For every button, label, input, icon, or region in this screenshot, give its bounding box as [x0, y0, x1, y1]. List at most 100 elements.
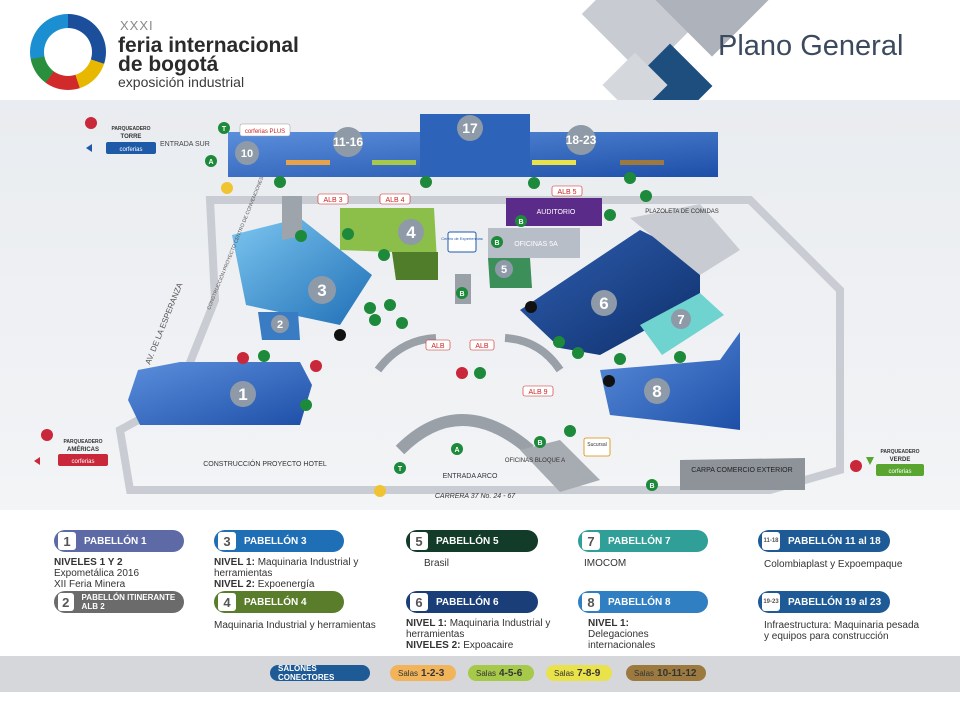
emi-icon: [310, 360, 322, 372]
legend-pabellon-8-line: Delegaciones internacionales: [588, 629, 656, 651]
gate-a-top[interactable]: [205, 155, 217, 167]
parking-americas-badge[interactable]: [58, 454, 108, 466]
sucursal-label: Sucursal: [587, 442, 606, 448]
oficinas-5a[interactable]: [488, 228, 580, 258]
parking-verde-line1: PARQUEADERO: [880, 449, 919, 455]
gate-a-arco[interactable]: [451, 443, 463, 455]
salones-marker-3: [532, 160, 576, 165]
restroom-icon: [258, 350, 270, 362]
gate-t-top[interactable]: [218, 122, 230, 134]
sucursal-sign[interactable]: [583, 437, 611, 457]
coffee-icon: [603, 375, 615, 387]
legend-pabellon-19-23-line: Infraestructura: Maquinaria pesada: [764, 620, 920, 631]
atm-icon: [396, 317, 408, 329]
legend-pabellon-4-line: Maquinaria Industrial y herramientas: [214, 620, 376, 631]
legend-pabellon-8: 8 PABELLÓN 8 NIVEL 1: Delegaciones inter…: [578, 591, 718, 651]
amenity-icons: [221, 172, 686, 497]
restroom-icon: [528, 177, 540, 189]
legend-pabellon-1-header: 1 PABELLÓN 1: [54, 530, 184, 552]
pavilion-8-marker: [644, 378, 670, 404]
pavilion-10-marker: [235, 141, 259, 165]
pavilion-2-marker: [271, 315, 289, 333]
legend-pabellon-3-level: NIVEL 2:: [214, 579, 255, 590]
gate-a-arco-label: A: [454, 447, 459, 454]
fair-name-line2: de bogotá: [118, 53, 219, 76]
legend-pabellon-1-title: PABELLÓN 1: [84, 535, 147, 547]
parking-americas-brand: corferias: [71, 459, 94, 465]
legend-pabellon-8-header: 8 PABELLÓN 8: [578, 591, 708, 613]
entrada-arco-structure: [395, 414, 534, 455]
parking-verde-arrow-icon: [866, 457, 874, 465]
pavilion-7-marker: [671, 309, 691, 329]
pavilion-8[interactable]: [600, 332, 740, 430]
emergency-icon: [456, 367, 468, 379]
bus-icon: [221, 182, 233, 194]
legend-pabellon-2-title: PABELLÓN ITINERANTE ALB 2: [81, 593, 176, 611]
salones-marker-1: [286, 160, 330, 165]
perimeter-road: [115, 196, 844, 494]
legend-pabellon-8-text: NIVEL 1: Delegaciones internacionales: [588, 618, 718, 651]
gate-t-bottom[interactable]: [394, 462, 406, 474]
fair-logo: [30, 14, 106, 90]
pavilion-3[interactable]: [232, 218, 372, 325]
pavilion-7-label: 7: [677, 312, 684, 327]
parking-verde-badge[interactable]: [876, 464, 924, 476]
gate-b-oficinas-label: B: [494, 240, 499, 247]
legend-pabellon-7-line: IMOCOM: [584, 558, 627, 569]
parking-americas-line1: PARQUEADERO: [63, 439, 102, 445]
legend-pabellon-4: 4 PABELLÓN 4 Maquinaria Industrial y her…: [214, 591, 384, 631]
fair-name: feria internacional de bogotá: [118, 35, 299, 76]
gate-b-oficinas[interactable]: [491, 236, 503, 248]
oficinas-bloque-a[interactable]: [520, 440, 600, 492]
legend-pabellon-7: 7 PABELLÓN 7 IMOCOM: [578, 530, 708, 569]
salones-prefix: Salas: [398, 668, 419, 678]
carpa-comercio-exterior[interactable]: [680, 458, 805, 490]
legend-pabellon-11-18: 11-18 PABELLÓN 11 al 18 Colombiaplast y …: [758, 530, 918, 570]
plazoleta-label: PLAZOLETA DE COMIDAS: [645, 209, 719, 215]
header: XXXI feria internacional de bogotá expos…: [0, 0, 960, 129]
centro-experiencias[interactable]: [447, 231, 477, 253]
legend-pabellon-3: 3 PABELLÓN 3 NIVEL 1: Maquinaria Industr…: [214, 530, 364, 590]
legend-pabellon-19-23: 19-23 PABELLÓN 19 al 23 Infraestructura:…: [758, 591, 938, 642]
alb-3-label: ALB 3: [323, 197, 342, 204]
food-icon: [572, 347, 584, 359]
gate-b-bloque-a[interactable]: [534, 436, 546, 448]
legend-pabellon-3-number: 3: [218, 532, 236, 550]
pavilion-6-marker: [591, 290, 617, 316]
pavilion-1[interactable]: [128, 362, 312, 425]
gate-b-auditorio[interactable]: [515, 215, 527, 227]
gate-b-center[interactable]: [456, 287, 468, 299]
auditorio-label: AUDITORIO: [537, 209, 576, 216]
legend-pabellon-6-header: 6 PABELLÓN 6: [406, 591, 538, 613]
pavilion-10-label: 10: [241, 148, 253, 160]
alb-4-label: ALB 4: [385, 197, 404, 204]
gate-b-carpa[interactable]: [646, 479, 658, 491]
parking-torre-badge[interactable]: [106, 142, 156, 154]
legend-pabellon-11-18-title: PABELLÓN 11 al 18: [788, 535, 881, 547]
legend-pabellon-7-number: 7: [582, 532, 600, 550]
street-label: AV. DE LA ESPERANZA: [144, 281, 185, 366]
legend-pabellon-3-level: NIVEL 1:: [214, 557, 255, 568]
pavilion-18-23-marker: [566, 125, 596, 155]
entrada-arco-label: ENTRADA ARCO: [443, 473, 498, 480]
salones-prefix: Salas: [634, 668, 655, 678]
atm-icon: [604, 209, 616, 221]
plazoleta-de-comidas[interactable]: [630, 204, 740, 275]
legend-pabellon-1-text: NIVELES 1 Y 2 Expometálica 2016 XII Feri…: [54, 557, 184, 590]
restroom-icon: [674, 351, 686, 363]
centro-experiencias-label: Centro de Experiencias: [441, 236, 483, 241]
bike-icon-left: [41, 429, 53, 441]
arch-left: [374, 334, 437, 373]
legend-pabellon-3-header: 3 PABELLÓN 3: [214, 530, 344, 552]
info-icon: [474, 367, 486, 379]
gate-b-bloque-a-label: B: [537, 440, 542, 447]
legend-pabellon-8-number: 8: [582, 593, 600, 611]
legend-pabellon-6-text: NIVEL 1: Maquinaria Industrial y herrami…: [406, 618, 556, 651]
carrera-label: CARRERA 37 No. 24 - 67: [435, 493, 516, 500]
legend-pabellon-2-number: 2: [58, 593, 74, 611]
info-icon: [384, 299, 396, 311]
parking-torre-line2: TORRE: [121, 134, 142, 140]
alb-right-label: ALB: [475, 343, 489, 350]
legend-pabellon-5: 5 PABELLÓN 5 Brasil: [406, 530, 538, 569]
